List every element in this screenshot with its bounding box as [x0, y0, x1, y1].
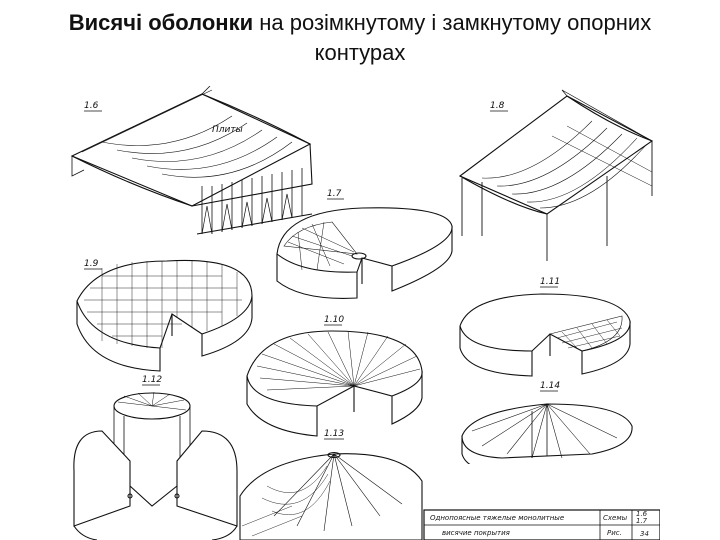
figure-1-11: 1.11 — [459, 277, 631, 377]
figure-label: 1.12 — [142, 375, 162, 385]
figure-1-6: 1.6 Плиты — [70, 86, 313, 235]
title-block: Однопоясные тяжелые монолитные висячие п… — [423, 509, 660, 540]
figure-label: 1.11 — [540, 277, 560, 287]
title-block-schemes: Схемы — [603, 514, 628, 522]
blank-area — [424, 464, 660, 510]
figure-label: 1.10 — [324, 315, 344, 325]
figure-1-9: 1.9 — [76, 259, 253, 372]
title-block-line1: Однопоясные тяжелые монолитные — [430, 514, 564, 522]
figure-1-8: 1.8 — [458, 89, 654, 261]
figure-1-14: 1.14 — [461, 381, 633, 473]
title-block-num3: 34 — [640, 530, 649, 538]
slide-title: Висячі оболонки на розімкнутому і замкну… — [0, 8, 720, 68]
title-block-num1: 1.6 — [636, 510, 648, 518]
title-block-num2: 1.7 — [636, 517, 648, 525]
technical-drawing: 1.6 Плиты 1.7 1.8 — [70, 86, 660, 540]
figure-label: 1.13 — [324, 429, 344, 439]
title-rest: на розімкнутому і замкнутому опорних — [253, 10, 652, 35]
title-bold: Висячі оболонки — [68, 10, 254, 35]
figure-1-7: 1.7 — [276, 189, 453, 299]
figure-label: 1.9 — [84, 259, 99, 269]
figure-label: 1.6 — [84, 101, 99, 111]
plates-annotation: Плиты — [212, 125, 243, 135]
figure-label: 1.7 — [327, 189, 342, 199]
figure-1-12: 1.12 — [73, 375, 238, 540]
figure-label: 1.8 — [490, 101, 505, 111]
title-block-fig: Рис. — [607, 529, 622, 537]
figure-1-13: 1.13 — [239, 429, 423, 540]
title-line2: контурах — [314, 40, 406, 65]
title-block-line2: висячие покрытия — [442, 529, 510, 537]
figure-1-10: 1.10 — [246, 315, 423, 437]
figure-label: 1.14 — [540, 381, 560, 391]
